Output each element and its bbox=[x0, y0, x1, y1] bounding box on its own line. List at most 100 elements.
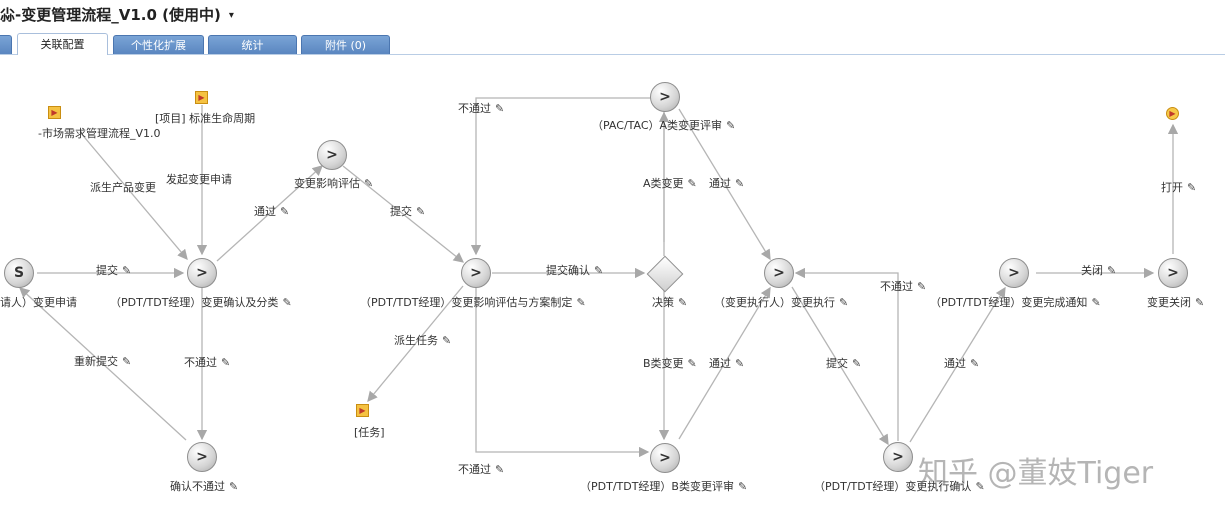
node-close[interactable]: > bbox=[1158, 258, 1188, 288]
node-b-review[interactable]: > bbox=[650, 443, 680, 473]
edge-fail-exec bbox=[794, 267, 899, 441]
flag-icon[interactable]: ▶ bbox=[48, 106, 61, 119]
workflow-edges bbox=[19, 97, 1179, 458]
node-execute[interactable]: > bbox=[764, 258, 794, 288]
tab-personalization[interactable]: 个性化扩展 bbox=[113, 35, 204, 54]
edit-icon[interactable]: ✎ bbox=[839, 296, 849, 309]
edge-label-resubmit: 重新提交✎ bbox=[74, 355, 132, 368]
edge-pass-exec bbox=[909, 286, 1006, 443]
edge-label-a-change: A类变更✎ bbox=[643, 177, 697, 190]
edit-icon[interactable]: ✎ bbox=[1091, 296, 1101, 309]
arrow-right-icon: > bbox=[326, 147, 338, 163]
arrow-right-icon: > bbox=[196, 449, 208, 465]
tab-bar: 关联配置 个性化扩展 统计 附件 (0) bbox=[0, 33, 1225, 55]
edge-label-submit3: 提交✎ bbox=[826, 357, 862, 370]
node-label-impact-plan: （PDT/TDT经理）变更影响评估与方案制定✎ bbox=[360, 296, 586, 309]
arrow-right-icon: > bbox=[1167, 265, 1179, 281]
arrow-right-icon: > bbox=[470, 265, 482, 281]
edge-label-fail1: 不通过✎ bbox=[184, 356, 231, 369]
edit-icon[interactable]: ✎ bbox=[442, 334, 452, 347]
edit-icon[interactable]: ✎ bbox=[221, 356, 231, 369]
edit-icon[interactable]: ✎ bbox=[726, 119, 736, 132]
edge-pass1 bbox=[216, 165, 323, 262]
subflow-label-market: -市场需求管理流程_V1.0 bbox=[38, 127, 161, 140]
edit-icon[interactable]: ✎ bbox=[1195, 296, 1205, 309]
tab-statistics[interactable]: 统计 bbox=[208, 35, 297, 54]
edit-icon[interactable]: ✎ bbox=[687, 177, 697, 190]
edit-icon[interactable]: ✎ bbox=[122, 355, 132, 368]
edit-icon[interactable]: ✎ bbox=[1187, 181, 1197, 194]
node-reject-confirm[interactable]: > bbox=[187, 442, 217, 472]
edit-icon[interactable]: ✎ bbox=[364, 177, 374, 190]
chevron-down-icon[interactable]: ▾ bbox=[228, 10, 234, 21]
edit-icon[interactable]: ✎ bbox=[229, 480, 239, 493]
tab-association-config[interactable]: 关联配置 bbox=[17, 33, 108, 55]
node-label-impact-eval: 变更影响评估✎ bbox=[294, 177, 374, 190]
node-label-execute: （变更执行人）变更执行✎ bbox=[714, 296, 849, 309]
edge-submit3 bbox=[791, 286, 889, 446]
edge-label-fail-exec: 不通过✎ bbox=[880, 280, 927, 293]
flag-icon[interactable]: ▶ bbox=[195, 91, 208, 104]
node-impact-plan[interactable]: > bbox=[461, 258, 491, 288]
arrow-right-icon: > bbox=[659, 450, 671, 466]
edge-label-fail-bottom: 不通过✎ bbox=[458, 463, 505, 476]
start-node[interactable]: S bbox=[4, 258, 34, 288]
tab-previous[interactable] bbox=[0, 35, 12, 54]
edge-resubmit bbox=[19, 287, 187, 441]
edge-label-submit-confirm: 提交确认✎ bbox=[546, 264, 604, 277]
node-label-complete-notice: （PDT/TDT经理）变更完成通知✎ bbox=[930, 296, 1101, 309]
subflow-label-lifecycle: [项目] 标准生命周期 bbox=[155, 112, 256, 125]
edit-icon[interactable]: ✎ bbox=[122, 264, 132, 277]
end-flag-icon[interactable]: ▶ bbox=[1166, 107, 1179, 120]
node-confirm-classify[interactable]: > bbox=[187, 258, 217, 288]
edge-submit2 bbox=[342, 165, 465, 263]
flag-icon[interactable]: ▶ bbox=[356, 404, 369, 417]
edit-icon[interactable]: ✎ bbox=[975, 480, 985, 493]
edit-icon[interactable]: ✎ bbox=[735, 357, 745, 370]
edge-label-derive-product: 派生产品变更 bbox=[90, 181, 156, 194]
edit-icon[interactable]: ✎ bbox=[416, 205, 426, 218]
edit-icon[interactable]: ✎ bbox=[735, 177, 745, 190]
edge-label-submit1: 提交✎ bbox=[96, 264, 132, 277]
edge-label-pass-b: 通过✎ bbox=[709, 357, 745, 370]
edit-icon[interactable]: ✎ bbox=[852, 357, 862, 370]
edge-label-open: 打开✎ bbox=[1161, 181, 1197, 194]
edge-derive-product bbox=[79, 131, 188, 260]
node-label-confirm-classify: （PDT/TDT经理）变更确认及分类✎ bbox=[110, 296, 292, 309]
edit-icon[interactable]: ✎ bbox=[1107, 264, 1117, 277]
edge-label-submit2: 提交✎ bbox=[390, 205, 426, 218]
edge-derive-task bbox=[367, 285, 464, 403]
workflow-canvas: S > > > > > > > > > > ▶ ▶ ▶ ▶ 请人）变更申请 （P… bbox=[0, 56, 1225, 522]
page-title[interactable]: 尛-变更管理流程_V1.0 (使用中)▾ bbox=[0, 4, 234, 25]
edit-icon[interactable]: ✎ bbox=[282, 296, 292, 309]
node-a-review[interactable]: > bbox=[650, 82, 680, 112]
subflow-label-task: [任务] bbox=[354, 426, 385, 439]
edge-label-fail-top: 不通过✎ bbox=[458, 102, 505, 115]
edit-icon[interactable]: ✎ bbox=[687, 357, 697, 370]
watermark: 知乎 @董妓Tiger bbox=[918, 456, 1154, 491]
edit-icon[interactable]: ✎ bbox=[594, 264, 604, 277]
edit-icon[interactable]: ✎ bbox=[495, 102, 505, 115]
edit-icon[interactable]: ✎ bbox=[917, 280, 927, 293]
edit-icon[interactable]: ✎ bbox=[576, 296, 586, 309]
edge-label-initiate: 发起变更申请 bbox=[166, 173, 232, 186]
node-impact-eval[interactable]: > bbox=[317, 140, 347, 170]
edge-label-close: 关闭✎ bbox=[1081, 264, 1117, 277]
edit-icon[interactable]: ✎ bbox=[280, 205, 290, 218]
edit-icon[interactable]: ✎ bbox=[495, 463, 505, 476]
edit-icon[interactable]: ✎ bbox=[737, 480, 748, 493]
node-label-start: 请人）变更申请 bbox=[0, 296, 77, 309]
arrow-right-icon: > bbox=[892, 449, 904, 465]
arrow-right-icon: > bbox=[659, 89, 671, 105]
edge-pass-a bbox=[678, 108, 771, 261]
edit-icon[interactable]: ✎ bbox=[678, 296, 688, 309]
node-label-decision: 决策✎ bbox=[652, 296, 688, 309]
arrow-right-icon: > bbox=[196, 265, 208, 281]
node-label-reject-confirm: 确认不通过✎ bbox=[170, 480, 239, 493]
arrow-right-icon: > bbox=[773, 265, 785, 281]
edit-icon[interactable]: ✎ bbox=[970, 357, 980, 370]
node-complete-notice[interactable]: > bbox=[999, 258, 1029, 288]
edge-pass-b bbox=[678, 286, 771, 440]
tab-attachments[interactable]: 附件 (0) bbox=[301, 35, 390, 54]
node-exec-confirm[interactable]: > bbox=[883, 442, 913, 472]
